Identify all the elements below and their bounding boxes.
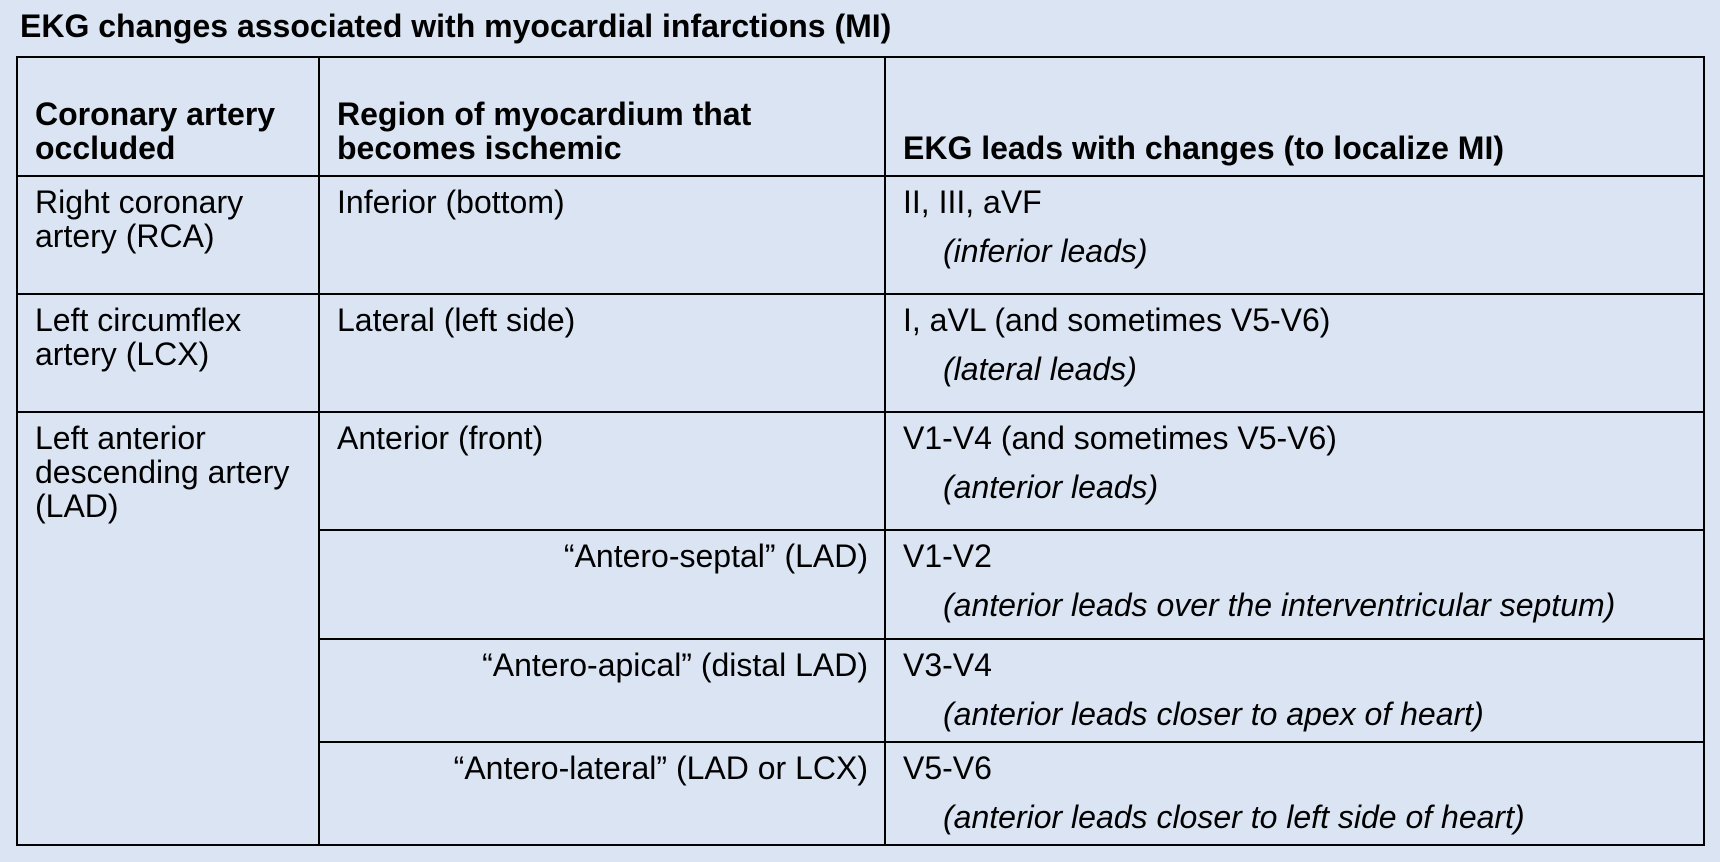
leads-note: (anterior leads closer to apex of heart) <box>943 696 1484 732</box>
leads-text: V3-V4 <box>903 647 992 683</box>
leads-text: V5-V6 <box>903 750 992 786</box>
page-title: EKG changes associated with myocardial i… <box>20 8 892 44</box>
leads-note: (anterior leads closer to left side of h… <box>943 799 1525 835</box>
leads-cell: I, aVL (and sometimes V5-V6) (lateral le… <box>884 293 1705 413</box>
leads-note: (anterior leads over the interventricula… <box>943 587 1616 623</box>
table-row: Left circumflex artery (LCX) Lateral (le… <box>16 293 1705 413</box>
leads-text: V1-V4 (and sometimes V5-V6) <box>903 420 1337 456</box>
region-cell: Lateral (left side) <box>318 293 886 413</box>
leads-cell: V3-V4 (anterior leads closer to apex of … <box>884 638 1705 743</box>
mi-ekg-table: Coronary artery occluded Region of myoca… <box>16 56 1705 846</box>
leads-text: V1-V2 <box>903 538 992 574</box>
region-cell: Anterior (front) <box>318 411 886 531</box>
artery-cell: Left circumflex artery (LCX) <box>16 293 320 413</box>
region-cell: “Antero-septal” (LAD) <box>318 529 886 640</box>
table-row: Left anterior descending artery (LAD) An… <box>16 411 1705 846</box>
leads-cell: V1-V4 (and sometimes V5-V6) (anterior le… <box>884 411 1705 531</box>
region-cell: Inferior (bottom) <box>318 175 886 295</box>
region-cell: “Antero-apical” (distal LAD) <box>318 638 886 743</box>
leads-note: (anterior leads) <box>943 469 1159 505</box>
leads-cell: II, III, aVF (inferior leads) <box>884 175 1705 295</box>
table-row: “Antero-apical” (distal LAD) V3-V4 (ante… <box>17 638 1705 743</box>
header-artery: Coronary artery occluded <box>16 56 320 177</box>
table-row: “Antero-lateral” (LAD or LCX) V5-V6 (ant… <box>17 741 1705 846</box>
leads-cell: V1-V2 (anterior leads over the intervent… <box>884 529 1705 640</box>
leads-cell: V5-V6 (anterior leads closer to left sid… <box>884 741 1705 846</box>
leads-text: I, aVL (and sometimes V5-V6) <box>903 302 1331 338</box>
artery-cell: Left anterior descending artery (LAD) <box>16 411 320 846</box>
leads-note: (inferior leads) <box>943 233 1148 269</box>
region-cell: “Antero-lateral” (LAD or LCX) <box>318 741 886 846</box>
header-region: Region of myocardium that becomes ischem… <box>318 56 886 177</box>
artery-cell: Right coronary artery (RCA) <box>16 175 320 295</box>
table-row: Right coronary artery (RCA) Inferior (bo… <box>16 175 1705 295</box>
leads-note: (lateral leads) <box>943 351 1137 387</box>
leads-text: II, III, aVF <box>903 184 1042 220</box>
table-header-row: Coronary artery occluded Region of myoca… <box>16 56 1705 177</box>
header-leads: EKG leads with changes (to localize MI) <box>884 56 1705 177</box>
table-row: “Antero-septal” (LAD) V1-V2 (anterior le… <box>17 529 1705 640</box>
